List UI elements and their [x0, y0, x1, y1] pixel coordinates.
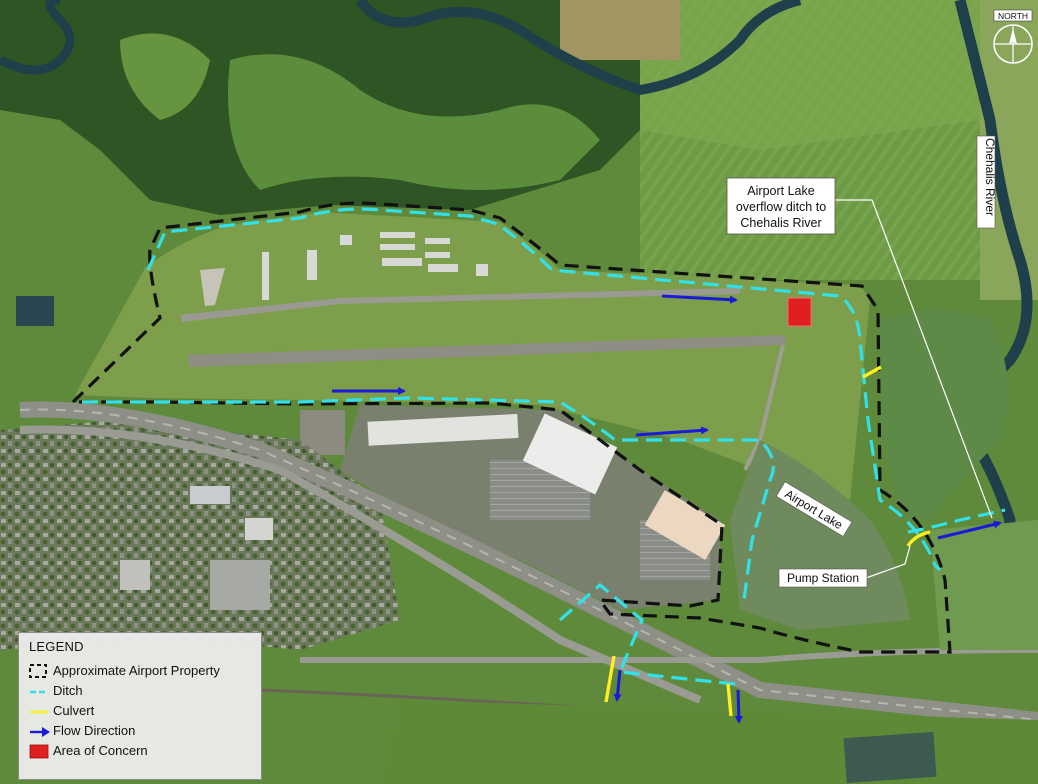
overflow-label-line-1: Airport Lake: [747, 184, 814, 198]
chehalis-river-text: Chehalis River: [983, 138, 997, 216]
flow-arrow-icon: [30, 727, 50, 737]
golf-fairway-2: [120, 33, 210, 121]
culvert-pump: [906, 530, 931, 547]
chehalis-river-label: Chehalis River: [976, 135, 997, 229]
legend-title: LEGEND: [29, 639, 84, 654]
overflow-ditch-callout: Airport Lake overflow ditch to Chehalis …: [726, 177, 836, 235]
store-3: [644, 490, 726, 560]
store-2: [522, 413, 618, 495]
flow-arrow-north: [661, 294, 738, 304]
legend-item-flow: Flow Direction: [25, 721, 261, 741]
legend-item-concern: Area of Concern: [25, 741, 261, 761]
flow-arrow-south-1: [613, 669, 622, 702]
w-pond: [16, 296, 54, 326]
store-1: [367, 413, 519, 446]
legend-item-property: Approximate Airport Property: [25, 661, 261, 681]
legend-label-concern: Area of Concern: [53, 743, 148, 758]
se-wetland: [930, 520, 1038, 650]
river-west-loop: [0, 0, 75, 75]
culvert-south-2: [726, 683, 733, 717]
town-block-1: [190, 486, 230, 504]
overflow-leader-line: [835, 199, 993, 519]
pump-station-leader-line: [865, 545, 911, 579]
legend-label-property: Approximate Airport Property: [53, 663, 220, 678]
town-block-3: [120, 560, 150, 590]
airport-property-boundary: [69, 201, 952, 654]
flow-arrows: [332, 294, 1002, 724]
flow-arrow-south-2: [734, 689, 743, 724]
top-brown-field: [560, 0, 680, 60]
se-pond: [843, 731, 937, 784]
legend-label-flow: Flow Direction: [53, 723, 136, 738]
culverts: [604, 365, 931, 717]
chehalis-river-east: [953, 0, 1038, 604]
flow-arrow-center: [635, 426, 709, 437]
legend: LEGEND Approximate Airport Property Ditc…: [18, 632, 262, 780]
dashed-box-icon: [29, 664, 47, 678]
culvert-east: [862, 365, 882, 379]
chehalis-river: [355, 0, 802, 96]
north-label: NORTH: [998, 11, 1028, 21]
area-of-concern-icon: [29, 744, 49, 759]
ne-field-light: [640, 0, 980, 150]
east-wetland: [880, 310, 1008, 520]
hangars: [262, 232, 488, 300]
town-block-2: [245, 518, 273, 540]
town-block-4: [210, 560, 270, 610]
area-of-concern: [787, 297, 812, 327]
overflow-label-line-3: Chehalis River: [740, 216, 821, 230]
apron: [200, 268, 225, 306]
legend-label-culvert: Culvert: [53, 703, 95, 718]
ditch-line-icon: [30, 690, 48, 694]
legend-item-ditch: Ditch: [25, 681, 261, 701]
culvert-south-1: [604, 655, 616, 703]
golf-fairways: [228, 54, 600, 191]
taxiway: [180, 288, 740, 322]
culvert-line-icon: [30, 710, 48, 714]
legend-label-ditch: Ditch: [53, 683, 83, 698]
flow-arrow-east: [937, 520, 1002, 540]
north-arrow: NORTH: [993, 9, 1033, 64]
overflow-label-line-2: overflow ditch to: [736, 200, 826, 214]
pump-station-callout: Pump Station: [778, 568, 868, 588]
runway: [188, 335, 786, 367]
legend-item-culvert: Culvert: [25, 701, 261, 721]
pump-station-text: Pump Station: [787, 571, 859, 585]
highway-ramp: [19, 425, 702, 704]
highway-i5-lane: [19, 408, 1038, 721]
ditch-network: [82, 207, 1006, 686]
